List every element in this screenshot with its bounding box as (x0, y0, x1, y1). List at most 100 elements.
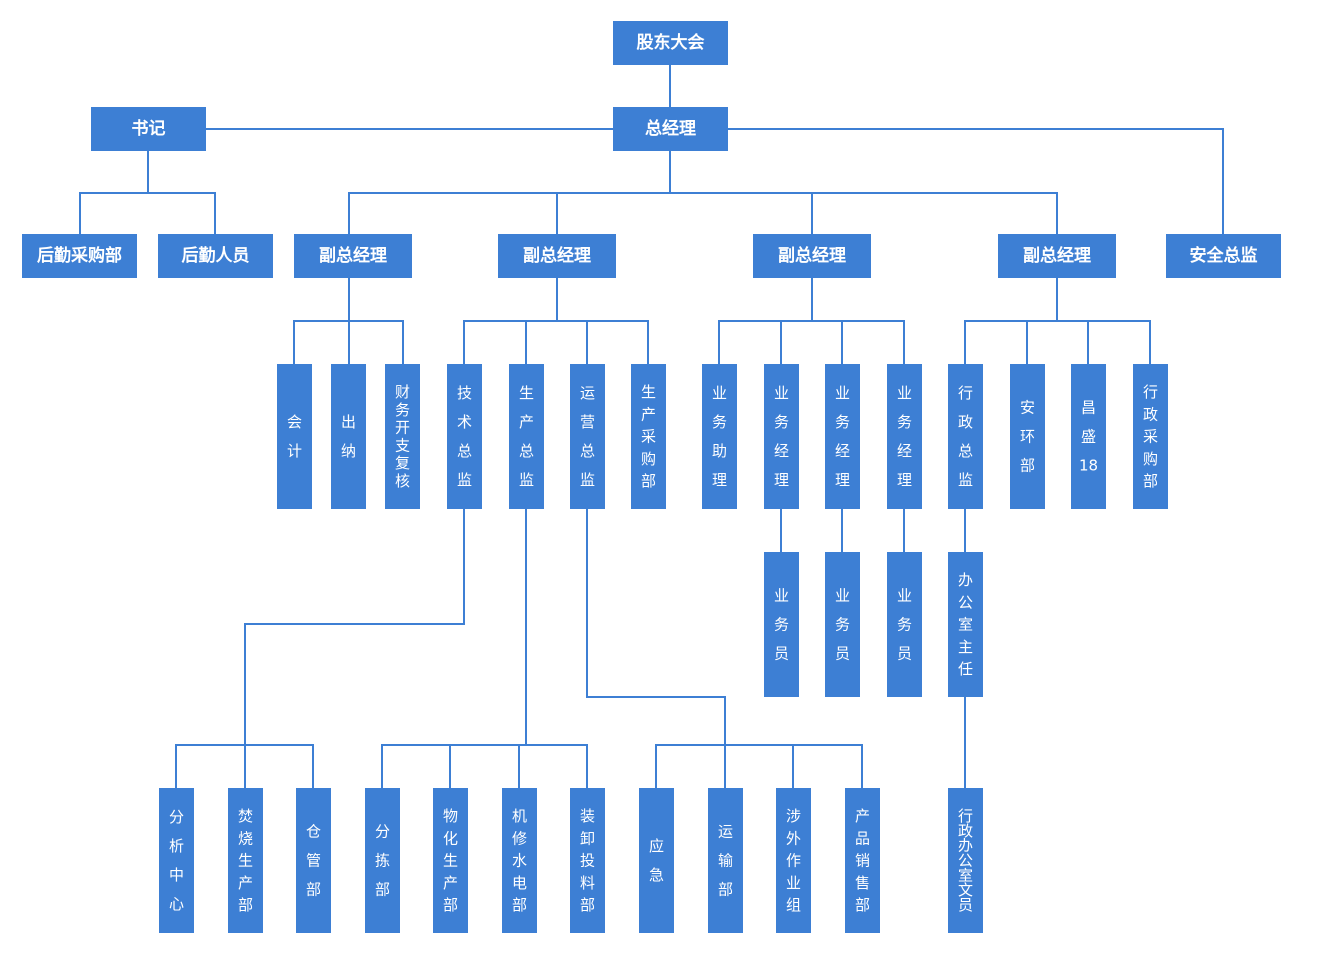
node-box-accounting (277, 364, 312, 509)
node-label-char: 产 (519, 413, 534, 431)
node-label-external-ops: 涉外作业组 (786, 807, 801, 914)
connector-deputy-gm-2-to-production-purchasing (556, 278, 649, 364)
node-accounting: 会计 (277, 364, 312, 509)
connector-general-manager-to-deputy-gm-2 (556, 151, 671, 234)
node-label-incineration-production: 焚烧生产部 (238, 807, 253, 914)
node-admin-clerk: 行政办公室文员 (948, 788, 983, 933)
connector-production-director-to-physchem-production (449, 509, 527, 788)
org-boxes: 股东大会总经理书记后勤采购部后勤人员副总经理副总经理副总经理副总经理安全总监会计… (22, 21, 1281, 933)
node-label-production-purchasing: 生产采购部 (641, 383, 656, 490)
node-label-char: 务 (835, 413, 850, 431)
node-analysis-center: 分析中心 (159, 788, 194, 933)
node-box-product-sales (845, 788, 880, 933)
connector-secretary-to-logistics-staff (147, 151, 216, 234)
node-label-char: 运 (718, 823, 733, 841)
node-label-char: 监 (580, 471, 595, 489)
connector-tech-director-to-analysis-center (175, 509, 465, 788)
connector-deputy-gm-3-to-business-manager-3 (811, 278, 905, 364)
node-label-char: 卸 (580, 829, 595, 847)
node-business-staff-1: 业务员 (764, 552, 799, 697)
node-label-char: 政 (1143, 405, 1158, 423)
node-label-char: 购 (1143, 450, 1158, 468)
node-business-staff-3: 业务员 (887, 552, 922, 697)
node-safety-director: 安全总监 (1166, 234, 1281, 278)
node-box-business-manager-2 (825, 364, 860, 509)
node-box-logistics-purchasing (22, 234, 137, 278)
connector-secretary-to-logistics-purchasing (79, 151, 149, 234)
node-label-char: 采 (641, 428, 656, 446)
node-label-char: 机 (512, 807, 527, 825)
node-label-char: 务 (712, 413, 727, 431)
node-label-char: 开 (395, 419, 410, 437)
node-label-char: 急 (649, 866, 664, 884)
node-label-deputy-gm-2: 副总经理 (523, 245, 591, 266)
node-label-business-staff-3: 业务员 (897, 587, 912, 663)
node-emergency: 应急 (639, 788, 674, 933)
node-label-char: 电 (512, 874, 527, 892)
node-label-char: 务 (774, 413, 789, 431)
node-logistics-staff: 后勤人员 (158, 234, 273, 278)
node-admin-purchasing: 行政采购部 (1133, 364, 1168, 509)
node-label-deputy-gm-1: 副总经理 (319, 245, 387, 266)
node-label-char: 部 (512, 896, 527, 914)
node-label-char: 物 (443, 807, 458, 825)
node-label-char: 办 (958, 571, 973, 589)
connector-production-director-to-mech-repair (518, 509, 527, 788)
node-safety-env-dept: 安环部 (1010, 364, 1045, 509)
node-box-mech-repair (502, 788, 537, 933)
node-label-char: 务 (395, 401, 410, 419)
connector-production-director-to-sorting-dept (381, 509, 527, 788)
node-label-char: 业 (786, 874, 801, 892)
node-label-char: 烧 (238, 829, 253, 847)
node-label-char: 管 (306, 852, 321, 870)
node-label-char: 昌 (1081, 399, 1096, 417)
node-box-tech-director (447, 364, 482, 509)
node-label-char: 员 (958, 896, 973, 914)
node-box-admin-clerk (948, 788, 983, 933)
node-label-char: 理 (897, 471, 912, 489)
node-box-production-purchasing (631, 364, 666, 509)
node-label-char: 料 (580, 874, 595, 892)
node-label-char: 助 (712, 442, 727, 460)
node-label-tech-director: 技术总监 (457, 384, 472, 489)
node-label-char: 理 (774, 471, 789, 489)
connector-deputy-gm-4-to-safety-env-dept (1026, 278, 1058, 364)
node-box-business-manager-1 (764, 364, 799, 509)
node-box-cashier (331, 364, 366, 509)
connector-general-manager-to-safety-director (728, 128, 1224, 234)
node-label-transport-dept: 运输部 (718, 823, 733, 899)
node-label-char: 投 (580, 852, 595, 870)
node-box-external-ops (776, 788, 811, 933)
node-box-shareholders (613, 21, 728, 65)
node-box-sorting-dept (365, 788, 400, 933)
node-label-business-assistant: 业务助理 (712, 384, 727, 489)
node-label-char: 经 (897, 442, 912, 460)
node-label-char: 术 (457, 413, 472, 431)
node-physchem-production: 物化生产部 (433, 788, 468, 933)
node-box-business-assistant (702, 364, 737, 509)
node-admin-director: 行政总监 (948, 364, 983, 509)
node-box-production-director (509, 364, 544, 509)
node-label-char: 业 (897, 587, 912, 605)
node-label-char: 装 (580, 807, 595, 825)
node-box-loading-feeding (570, 788, 605, 933)
node-label-char: 业 (774, 587, 789, 605)
node-label-char: 行 (958, 384, 973, 402)
node-label-char: 生 (443, 852, 458, 870)
node-label-char: 产 (855, 807, 870, 825)
node-label-char: 心 (169, 895, 184, 913)
node-label-safety-director: 安全总监 (1190, 245, 1258, 266)
node-label-char: 销 (855, 852, 870, 870)
node-label-char: 务 (774, 616, 789, 634)
node-general-manager: 总经理 (613, 107, 728, 151)
node-label-char: 员 (897, 645, 912, 663)
connector-operations-director-to-emergency (586, 509, 726, 788)
connector-deputy-gm-4-to-admin-purchasing (1056, 278, 1151, 364)
node-label-char: 分 (169, 808, 184, 826)
connector-operations-director-to-external-ops (586, 509, 794, 788)
node-box-secretary (91, 107, 206, 151)
node-label-char: 监 (958, 471, 973, 489)
node-label-char: 运 (580, 384, 595, 402)
node-box-admin-director (948, 364, 983, 509)
